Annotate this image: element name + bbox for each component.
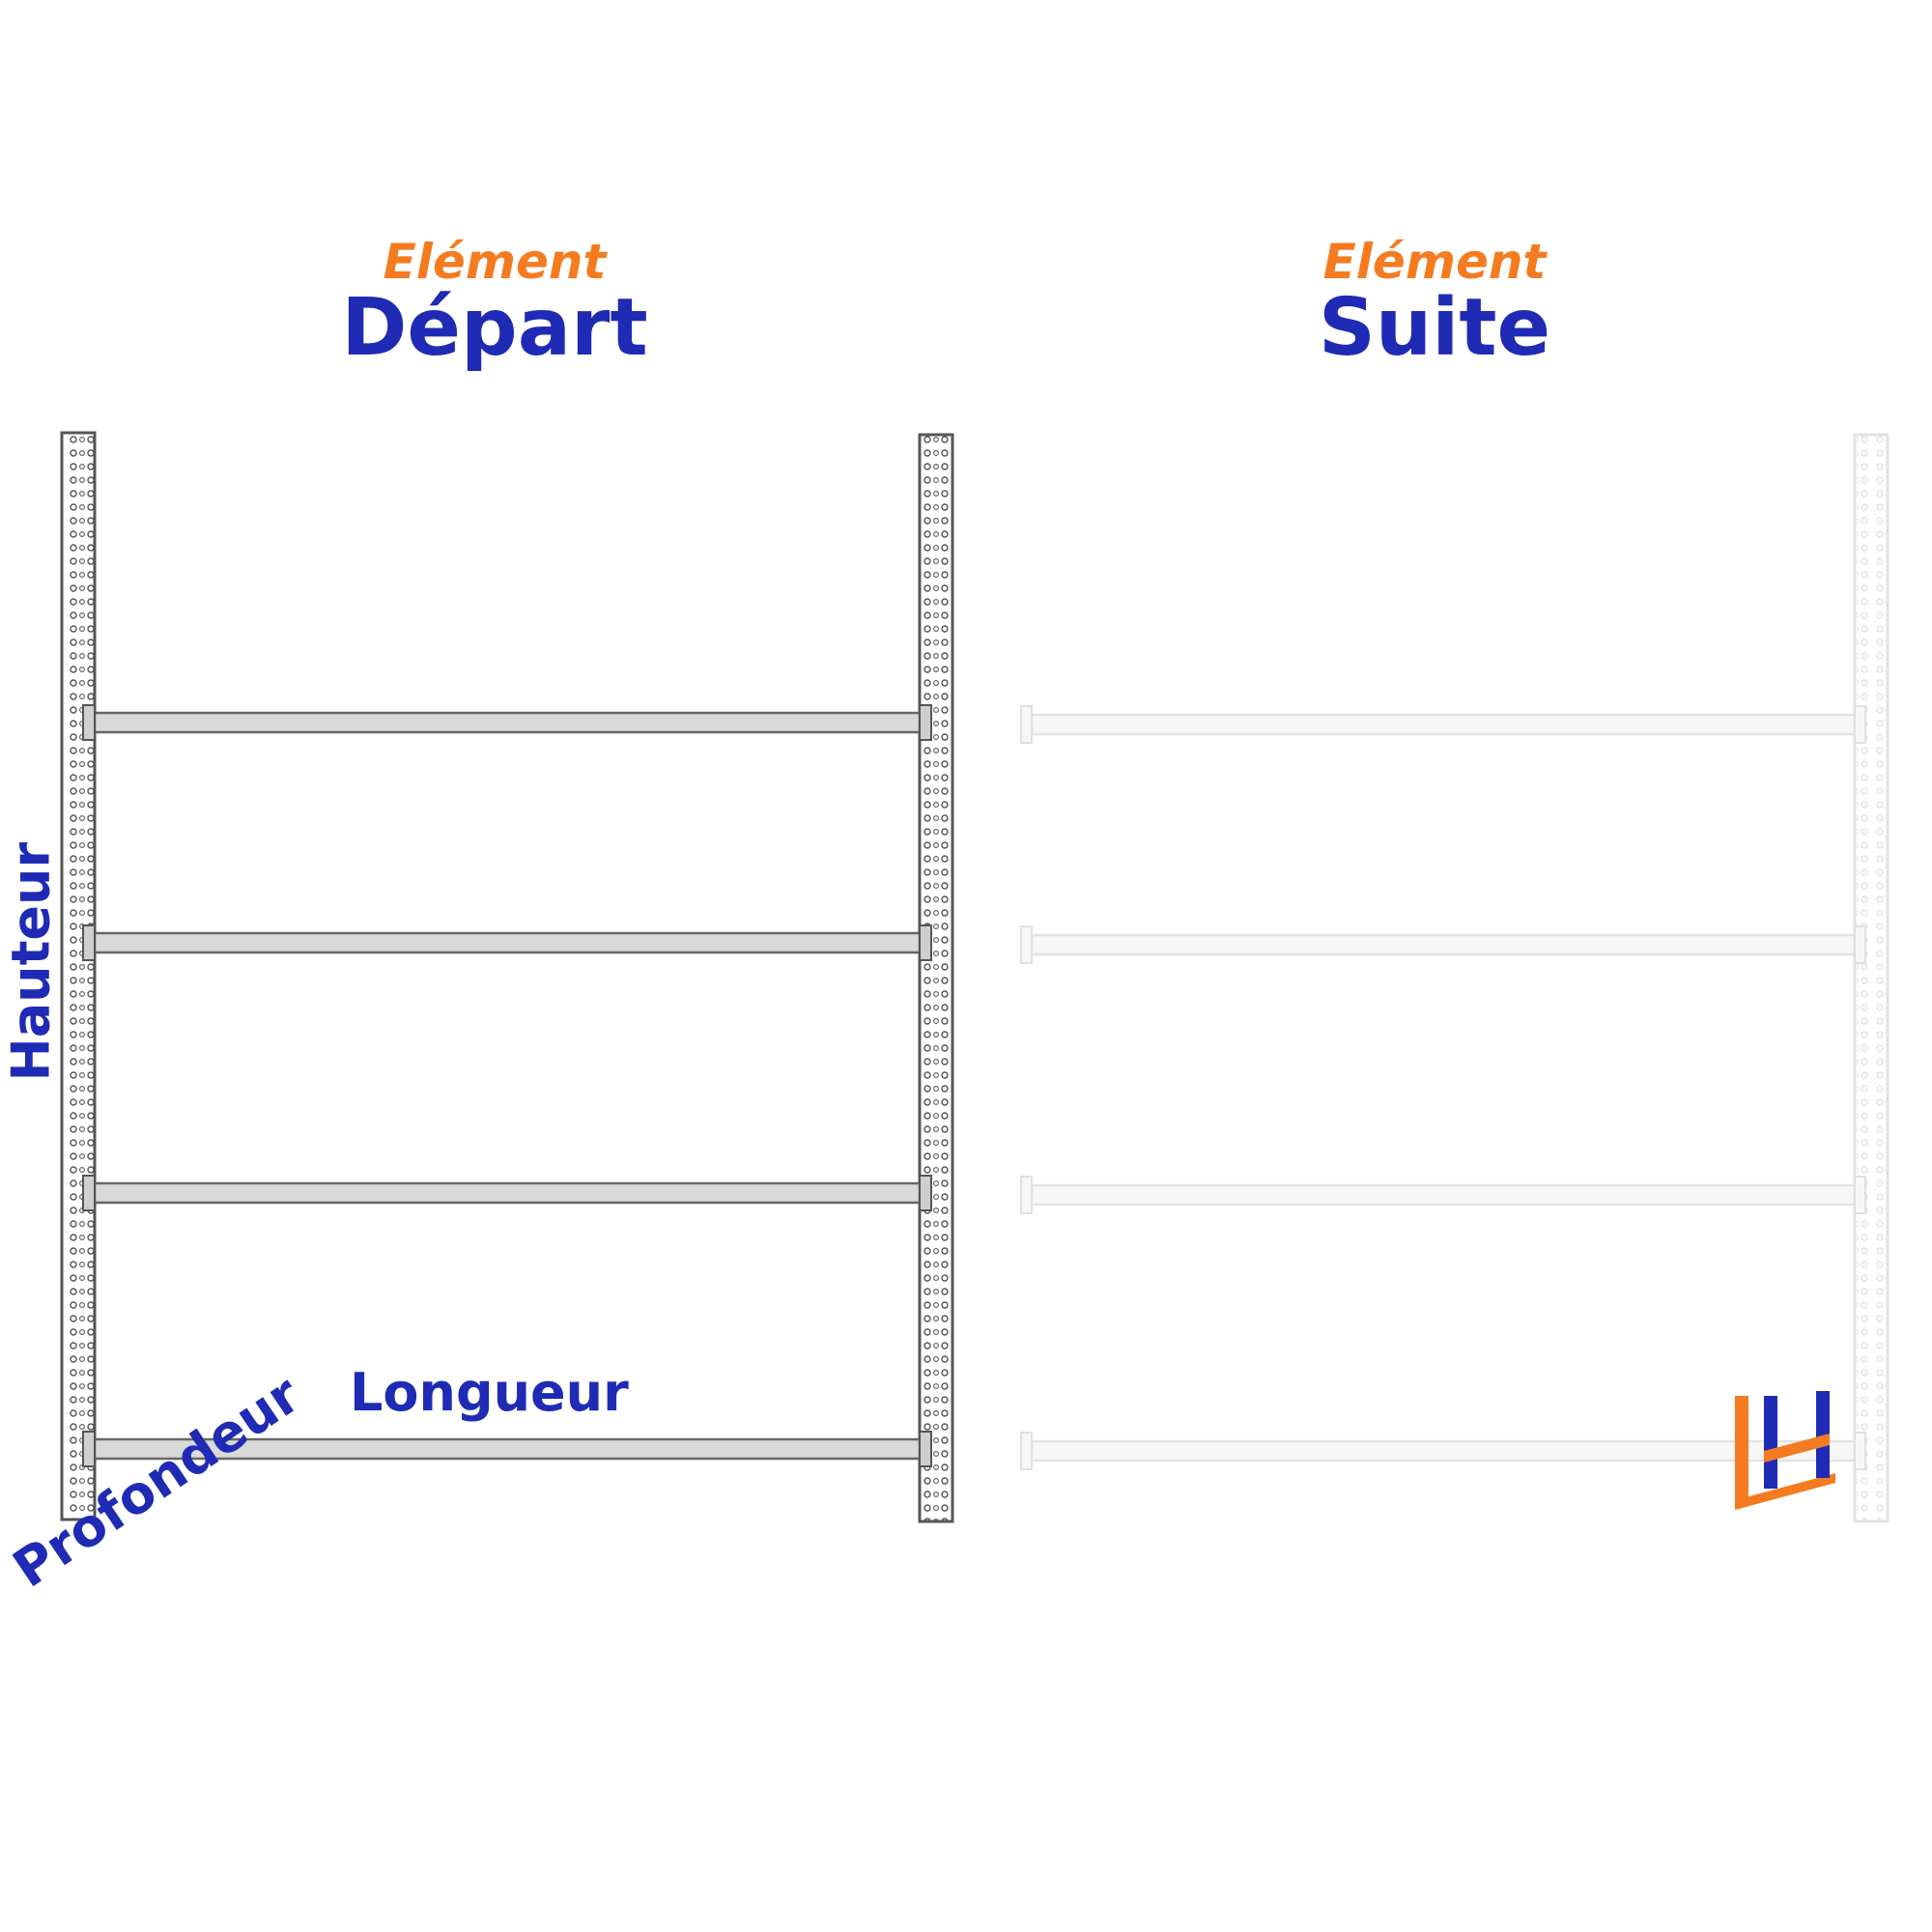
lh-logo-icon: [1735, 1391, 1835, 1510]
title-suite-sub: Elément: [1322, 234, 1547, 290]
title-depart-main: Départ: [341, 282, 648, 374]
depart-beam-2: [82, 924, 932, 961]
depart-beam-4: [82, 1431, 932, 1467]
label-longueur: Longueur: [350, 1362, 629, 1423]
suite-upright-right: [1853, 433, 1889, 1523]
title-suite-main: Suite: [1318, 282, 1551, 374]
depart-beam-1: [82, 704, 932, 741]
suite-beam-2: [1020, 925, 1866, 964]
depart-upright-left: [60, 431, 97, 1521]
title-depart-sub: Elément: [383, 234, 607, 290]
label-hauteur: Hauteur: [0, 841, 62, 1082]
depart-beam-3: [82, 1175, 932, 1211]
depart-upright-right: [918, 433, 954, 1523]
suite-beam-3: [1020, 1176, 1866, 1214]
suite-beam-4: [1020, 1432, 1866, 1470]
suite-beam-1: [1020, 705, 1866, 744]
